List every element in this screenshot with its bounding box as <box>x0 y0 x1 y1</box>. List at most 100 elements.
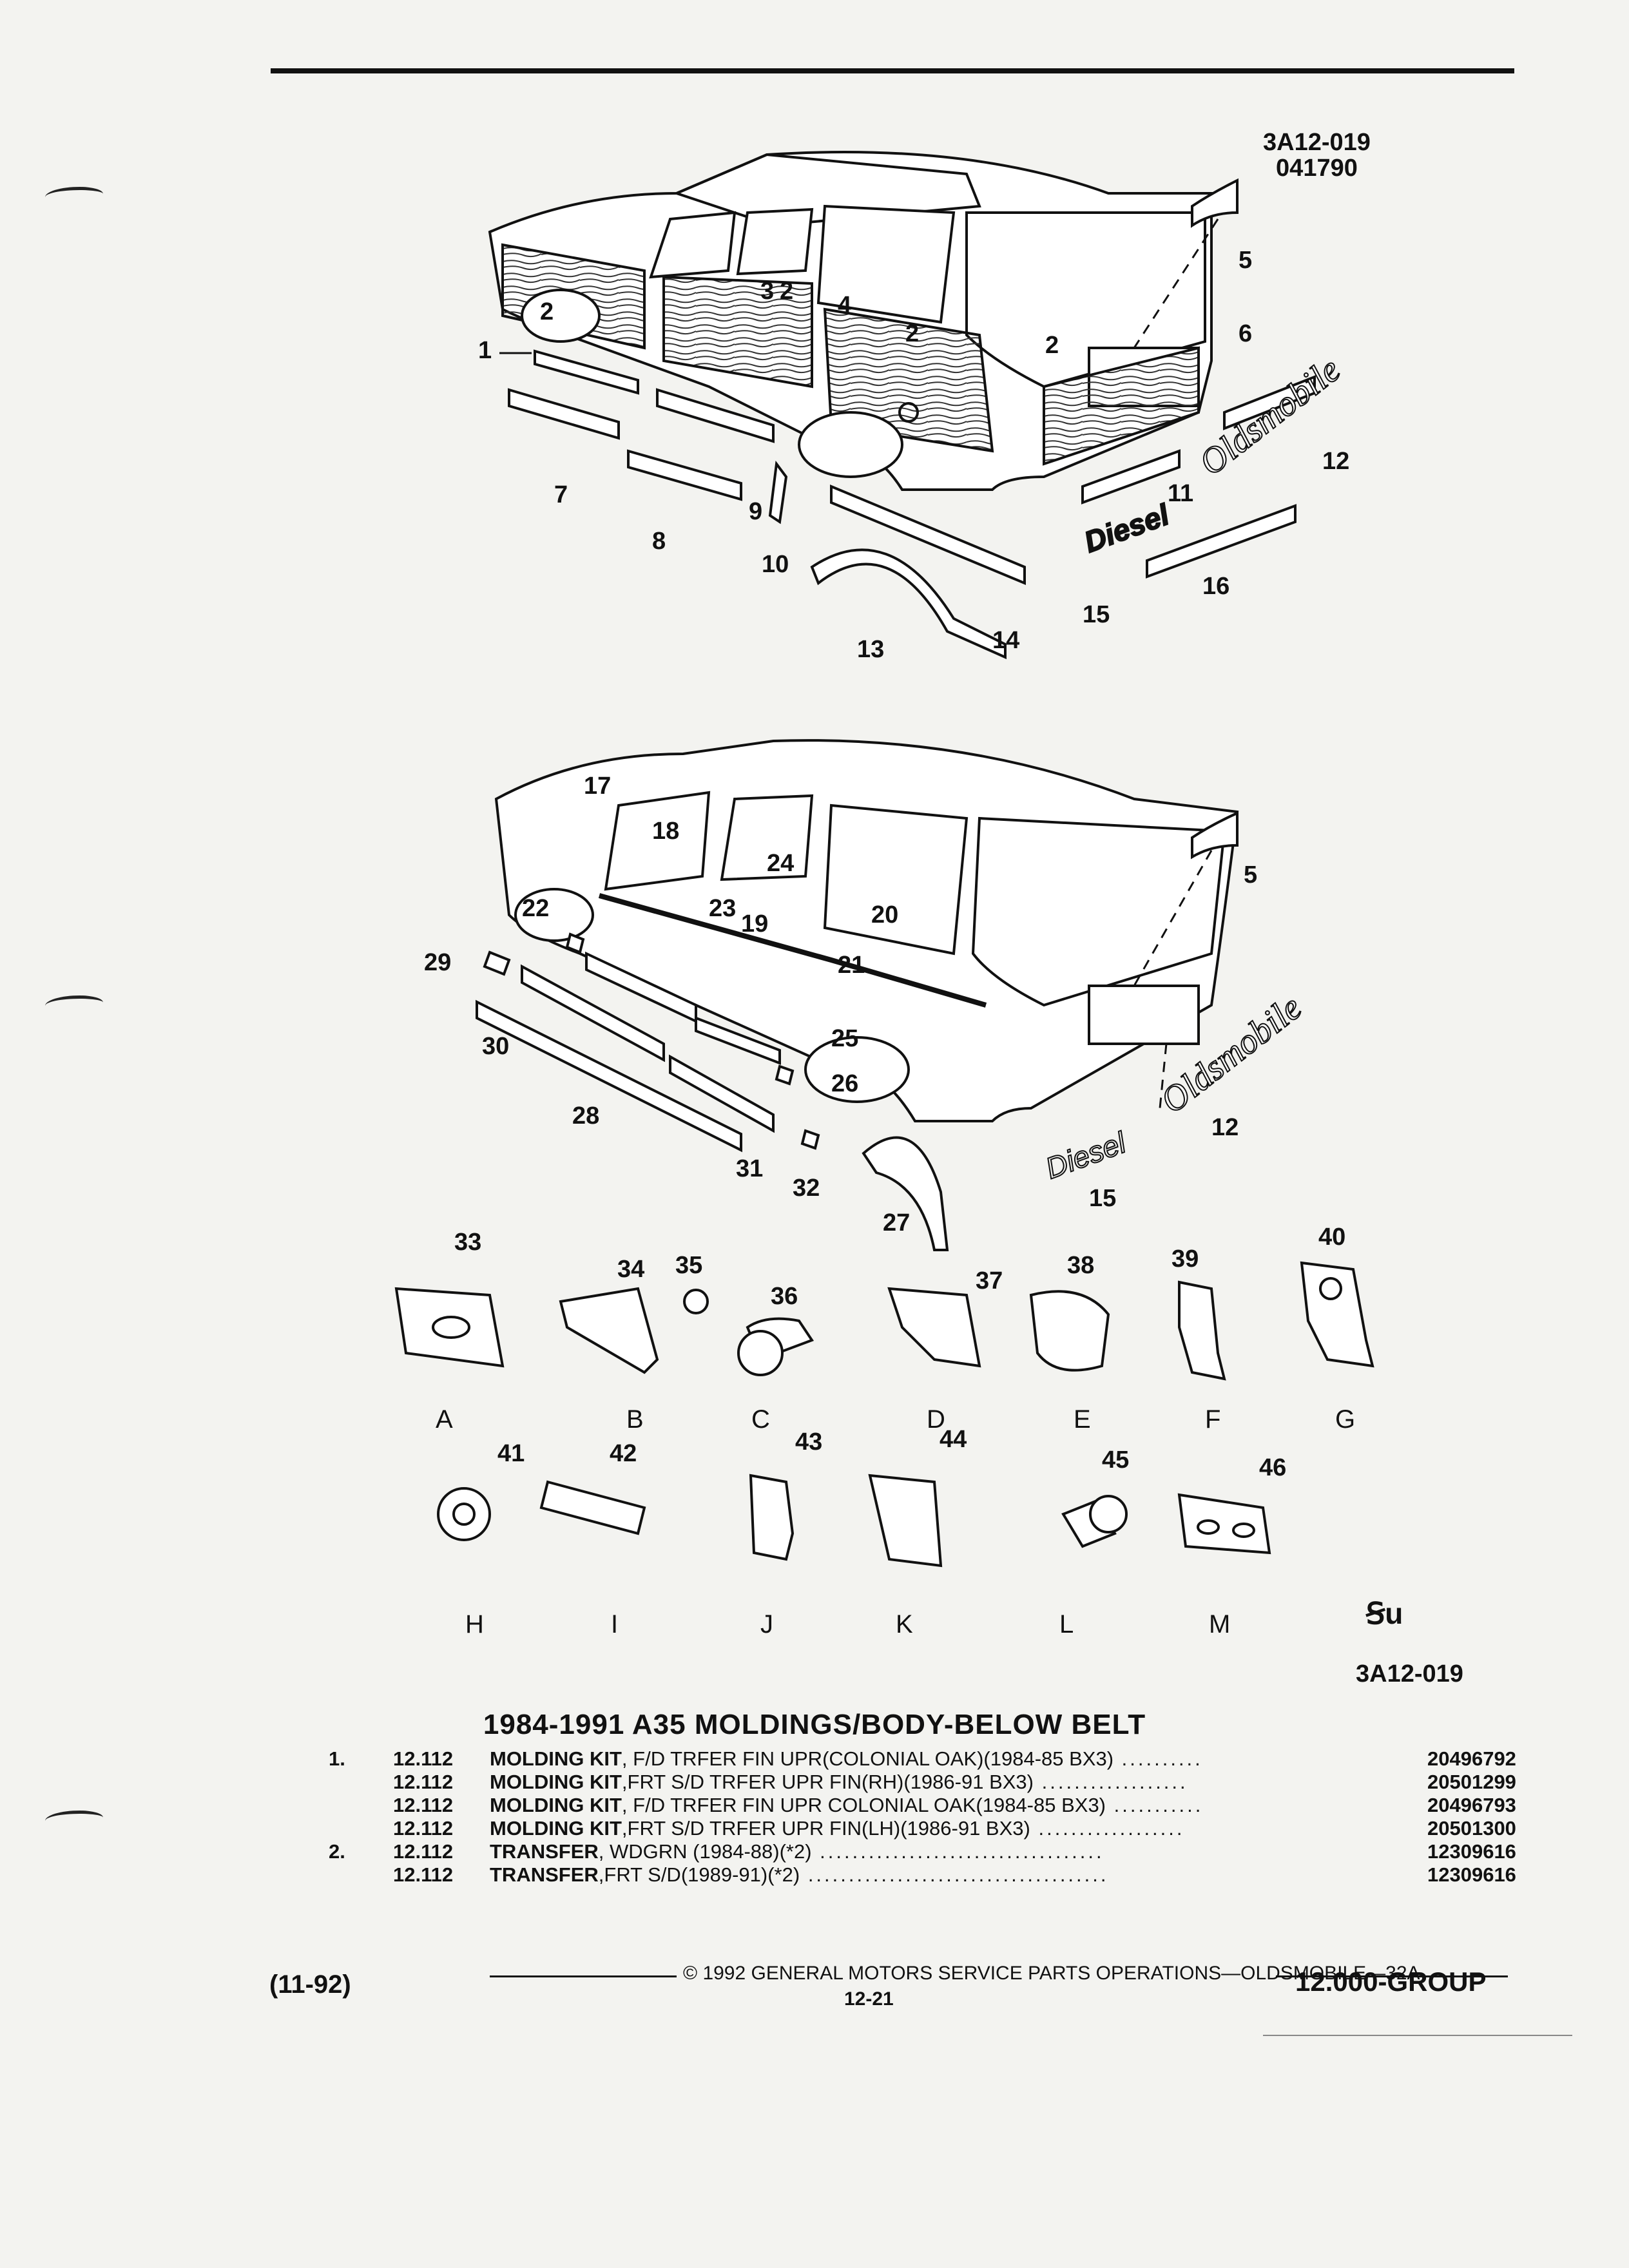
letter-b: B <box>626 1405 644 1434</box>
callout-33: 33 <box>454 1229 481 1256</box>
part-name: TRANSFER <box>490 1840 599 1863</box>
copyright-line: © 1992 GENERAL MOTORS SERVICE PARTS OPER… <box>683 1963 1420 1984</box>
callout-21: 21 <box>838 952 865 979</box>
callout-2: 2 <box>780 278 793 305</box>
part-number: 12309616 <box>1427 1840 1516 1863</box>
letter-m: M <box>1209 1610 1230 1639</box>
part-number: 12309616 <box>1427 1863 1516 1886</box>
parts-row: 12.112 MOLDING KIT, F/D TRFER FIN UPR CO… <box>329 1794 1516 1817</box>
part-name: MOLDING KIT <box>490 1771 622 1793</box>
letter-j: J <box>760 1610 773 1639</box>
part-number: 20501299 <box>1427 1771 1516 1793</box>
page-number: 12-21 <box>844 1988 894 2010</box>
group-code: 12.112 <box>393 1863 454 1886</box>
molding-strip <box>830 485 1026 585</box>
part-description: MOLDING KIT, F/D TRFER FIN UPR COLONIAL … <box>490 1794 1204 1816</box>
letter-f: F <box>1205 1405 1220 1434</box>
parts-row: 12.112 MOLDING KIT,FRT S/D TRFER UPR FIN… <box>329 1817 1516 1840</box>
molding-end-cap <box>483 950 511 976</box>
callout-39: 39 <box>1171 1245 1199 1273</box>
callout-43: 43 <box>795 1428 822 1456</box>
molding-clip <box>768 460 788 524</box>
part-number: 20501300 <box>1427 1817 1516 1840</box>
letter-c: C <box>751 1405 770 1434</box>
molding-strip <box>669 1054 775 1133</box>
letter-k: K <box>896 1610 913 1639</box>
fastener-i <box>539 1480 646 1535</box>
parts-list: 1. 12.112 MOLDING KIT, F/D TRFER FIN UPR… <box>329 1747 1516 1887</box>
group-number: 12.000-GROUP <box>1295 1966 1487 1997</box>
footer-rule <box>1276 1975 1508 1977</box>
part-description: MOLDING KIT,FRT S/D TRFER UPR FIN(RH)(19… <box>490 1771 1188 1793</box>
middle-molding-strips <box>476 811 1239 1251</box>
part-detail: , F/D TRFER FIN UPR(COLONIAL OAK)(1984-8… <box>621 1747 1114 1770</box>
callout-5: 5 <box>1239 247 1252 274</box>
molding-strip <box>1146 504 1296 579</box>
fastener-l-head <box>1089 1495 1128 1533</box>
callout-2: 2 <box>905 320 919 347</box>
fastener-a-slot <box>432 1316 470 1339</box>
fastener-f <box>1178 1280 1226 1381</box>
fastener-h-hole <box>452 1503 476 1526</box>
molding-strip <box>521 964 665 1062</box>
middle-callouts: 17 18 19 20 21 22 23 24 25 26 27 28 29 3… <box>424 773 1257 1236</box>
fastener-g-hole <box>1319 1277 1342 1300</box>
group-code: 12.112 <box>393 1817 454 1840</box>
ref-code-1: 3A12-019 <box>1263 129 1371 156</box>
group-code: 12.112 <box>393 1747 454 1770</box>
fastener-row-2 <box>437 1474 1271 1568</box>
callout-19: 19 <box>741 910 768 937</box>
molding-end-cap <box>565 932 585 954</box>
group-code: 12.112 <box>393 1840 454 1863</box>
callout-3: 3 <box>760 278 774 305</box>
callout-18: 18 <box>652 818 679 845</box>
callout-41: 41 <box>497 1440 525 1467</box>
molding-strip <box>508 388 620 440</box>
diagram-reference: 3A12-019 041790 <box>1263 130 1371 182</box>
middle-wagon-illustration <box>494 739 1239 1122</box>
callout-37: 37 <box>976 1267 1003 1294</box>
faint-rule <box>1263 2035 1572 2036</box>
callout-24: 24 <box>767 850 794 877</box>
group-code: 12.112 <box>393 1771 454 1793</box>
parts-row: 2. 12.112 TRANSFER, WDGRN (1984-88)(*2) … <box>329 1840 1516 1863</box>
callout-1: 1 <box>478 337 492 364</box>
part-detail: ,FRT S/D TRFER UPR FIN(RH)(1986-91 BX3) <box>621 1771 1034 1793</box>
fastener-c-head <box>737 1330 784 1376</box>
callout-32: 32 <box>793 1175 820 1202</box>
callout-5: 5 <box>1244 861 1257 889</box>
callout-17: 17 <box>584 773 611 800</box>
callout-22: 22 <box>522 895 549 922</box>
fastener-m <box>1177 1493 1271 1555</box>
leader-line <box>1133 850 1213 986</box>
callout-27: 27 <box>883 1209 910 1236</box>
top-molding-strips <box>508 178 1316 660</box>
molding-end-cap <box>775 1064 795 1086</box>
part-name: TRANSFER <box>490 1863 599 1886</box>
callout-14: 14 <box>992 627 1019 654</box>
diesel-emblem: Diesel <box>1080 497 1174 559</box>
ref-code-2: 041790 <box>1276 154 1358 182</box>
part-description: TRANSFER, WDGRN (1984-88)(*2) ..........… <box>490 1840 1104 1863</box>
letter-a: A <box>436 1405 453 1434</box>
molding-strip <box>534 349 639 395</box>
callout-23: 23 <box>709 895 736 922</box>
part-name: MOLDING KIT <box>490 1794 622 1816</box>
fastener-e <box>1029 1290 1110 1372</box>
item-number: 1. <box>329 1747 345 1770</box>
callout-25: 25 <box>831 1025 858 1052</box>
margin-mark <box>45 187 103 204</box>
callout-45: 45 <box>1102 1446 1129 1474</box>
callout-35: 35 <box>675 1252 702 1279</box>
top-callouts: 1 2 2 3 2 4 2 2 5 6 7 8 9 10 11 12 13 14… <box>478 247 1349 663</box>
callout-29: 29 <box>424 949 451 976</box>
callout-8: 8 <box>652 528 666 555</box>
part-name: MOLDING KIT <box>490 1817 622 1840</box>
letter-e: E <box>1074 1405 1091 1434</box>
callout-16: 16 <box>1202 573 1229 600</box>
top-wagon-illustration <box>488 151 1213 491</box>
part-detail: ,FRT S/D(1989-91)(*2) <box>598 1863 800 1886</box>
fastener-35 <box>683 1289 709 1314</box>
part-description: TRANSFER,FRT S/D(1989-91)(*2) ..........… <box>490 1863 1109 1886</box>
callout-42: 42 <box>610 1440 637 1467</box>
